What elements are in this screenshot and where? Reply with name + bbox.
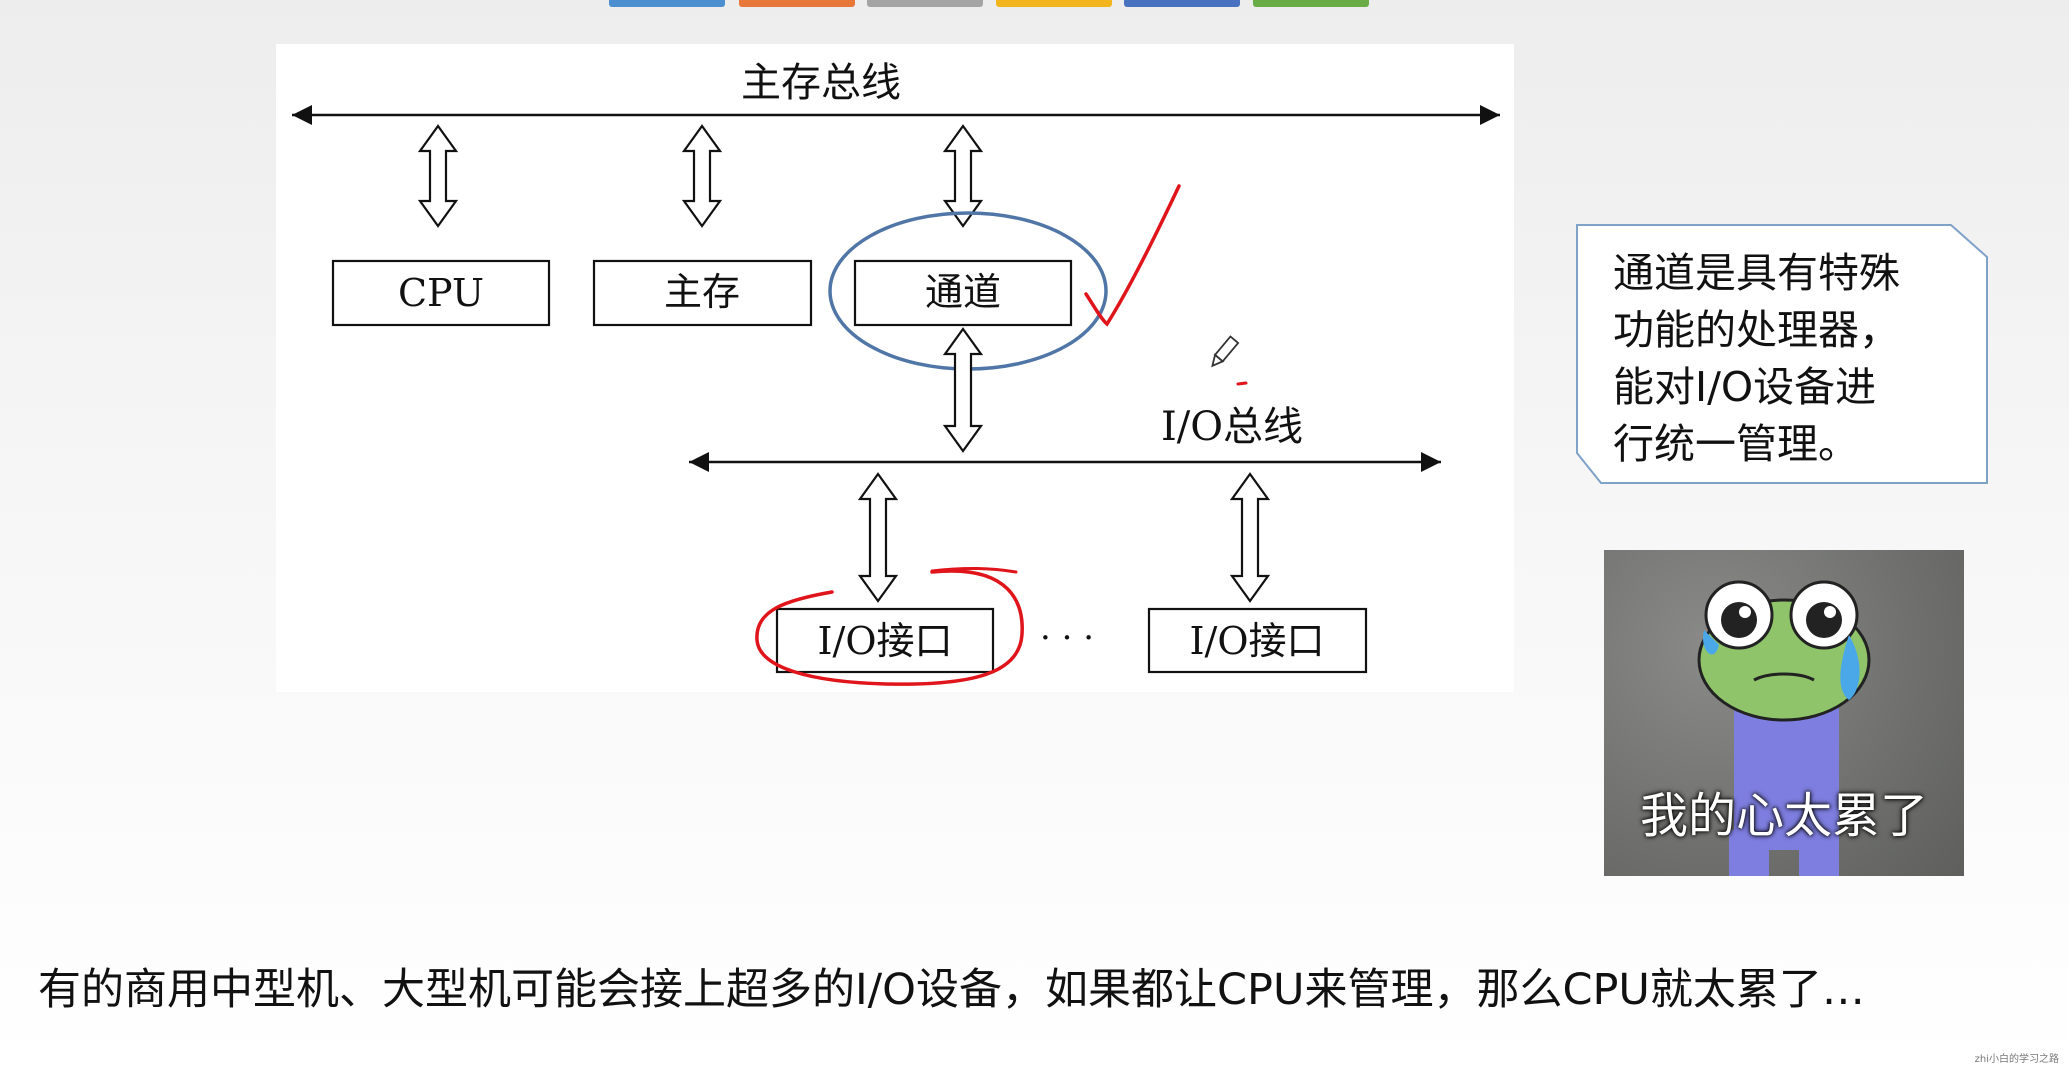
main-bus-label: 主存总线 bbox=[741, 60, 901, 106]
red-dash-mark bbox=[1236, 381, 1248, 386]
callout-text: 通道是具有特殊 功能的处理器， 能对I/O设备进 行统一管理。 bbox=[1613, 249, 1900, 468]
channel-architecture-diagram: 主存总线 CPU 主存 通道 I/O总线 I/O接口 · · · I/O接口 bbox=[276, 44, 1514, 692]
red-circle-io-interface bbox=[755, 569, 1024, 686]
io-interface-box-1 bbox=[775, 607, 995, 674]
pen-cursor-icon bbox=[1211, 335, 1240, 368]
diagram-canvas: 主存总线 CPU 主存 通道 I/O总线 I/O接口 · · · I/O接口 bbox=[292, 60, 1500, 686]
bus-channel-double-arrow bbox=[942, 124, 984, 228]
channel-iobus-double-arrow bbox=[942, 327, 984, 453]
io-interface-box-2 bbox=[1147, 607, 1368, 674]
section-tab[interactable] bbox=[739, 0, 855, 7]
crying-frog-meme-image: 我的心太累了 bbox=[1604, 550, 1964, 876]
io-bus-label: I/O总线 bbox=[1161, 404, 1303, 450]
main-memory-box bbox=[592, 259, 813, 327]
section-tab[interactable] bbox=[867, 0, 983, 7]
channel-definition-callout: 通道是具有特殊 功能的处理器， 能对I/O设备进 行统一管理。 bbox=[1573, 223, 1990, 485]
section-tab[interactable] bbox=[609, 0, 725, 7]
bus-memory-double-arrow bbox=[681, 124, 723, 228]
watermark-text: zhi小白的学习之路 bbox=[1974, 1054, 2059, 1065]
section-tab[interactable] bbox=[1124, 0, 1240, 7]
red-checkmark bbox=[1084, 184, 1181, 327]
iobus-interface2-double-arrow bbox=[1229, 472, 1271, 603]
iobus-interface1-double-arrow bbox=[857, 472, 899, 603]
bus-cpu-double-arrow bbox=[417, 124, 459, 228]
bottom-explanation-text: 有的商用中型机、大型机可能会接上超多的I/O设备，如果都让CPU来管理，那么CP… bbox=[38, 965, 1865, 1015]
io-interface-label-1: I/O接口 bbox=[818, 619, 953, 663]
main-memory-label: 主存 bbox=[664, 270, 740, 314]
red-underline-stroke bbox=[930, 566, 1018, 574]
section-tab[interactable] bbox=[996, 0, 1112, 7]
callout-border bbox=[1576, 224, 1988, 484]
interfaces-ellipsis: · · · bbox=[1040, 618, 1094, 658]
frog-illustration bbox=[1697, 580, 1871, 876]
io-interface-label-2: I/O接口 bbox=[1190, 619, 1325, 663]
section-tab[interactable] bbox=[1253, 0, 1369, 7]
cpu-box bbox=[331, 259, 551, 327]
channel-label: 通道 bbox=[925, 270, 1001, 314]
channel-box bbox=[853, 259, 1073, 327]
frog-caption: 我的心太累了 bbox=[1639, 788, 1928, 844]
cpu-label: CPU bbox=[398, 271, 484, 315]
callout-shape bbox=[1576, 224, 1988, 484]
